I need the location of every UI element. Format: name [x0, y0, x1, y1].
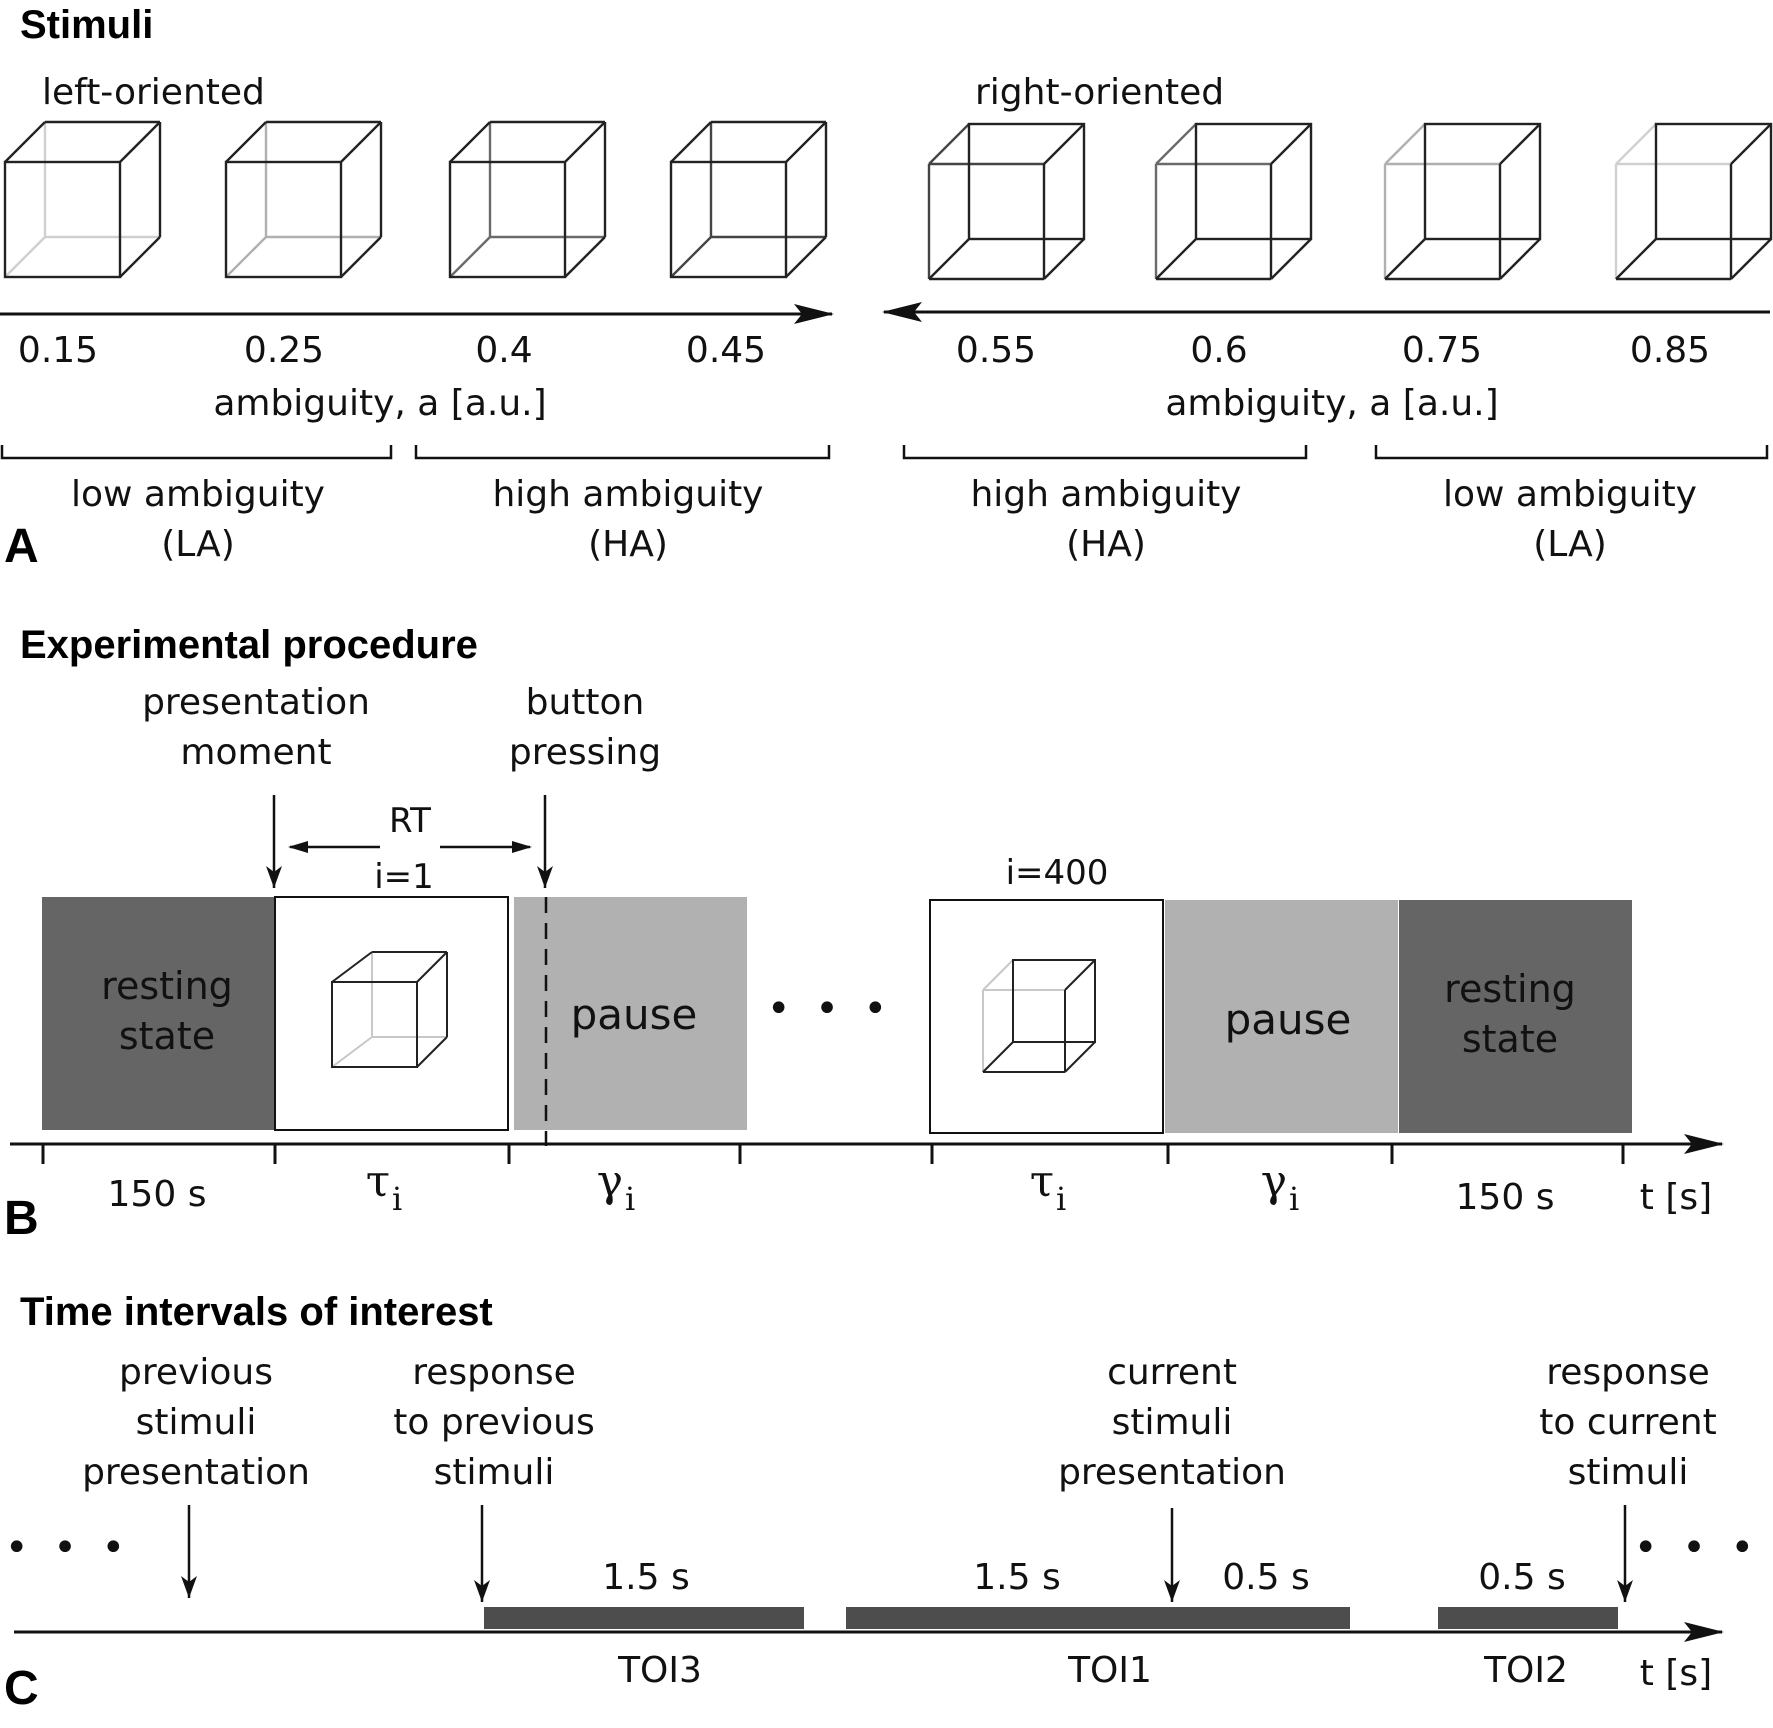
cube-right-3 [1383, 122, 1542, 281]
duration-label: 0.5 s [1478, 1557, 1565, 1598]
cube-right-4 [1614, 122, 1773, 281]
duration-label: 0.5 s [1222, 1557, 1309, 1598]
event-label: presentation [82, 1452, 310, 1493]
stimulus-block-first [274, 896, 509, 1131]
bracket-ha-right [902, 445, 1308, 460]
ambiguity-axis-label-right: ambiguity, a [a.u.] [1165, 383, 1498, 424]
toi-label: TOI1 [1067, 1650, 1152, 1691]
pause-label: pause [571, 990, 698, 1039]
event-label: stimuli [1112, 1402, 1233, 1443]
event-label: to current [1539, 1402, 1716, 1443]
button-pressing-label: pressing [509, 732, 661, 773]
presentation-moment-label: presentation [142, 682, 370, 723]
panel-c-title: Time intervals of interest [20, 1290, 493, 1334]
resting-state-label: resting [101, 964, 233, 1008]
ellipsis: • • • [1634, 1525, 1760, 1571]
toi-label: TOI2 [1483, 1650, 1568, 1691]
event-label: to previous [393, 1402, 595, 1443]
toi3-bar [484, 1607, 804, 1629]
group-label: (LA) [161, 524, 235, 565]
panel-a-letter: A [4, 520, 39, 573]
panel-a: Stimuli left-oriented right-oriented [0, 3, 1773, 573]
presentation-moment-label: moment [180, 732, 331, 773]
panel-b: Experimental procedure presentation mome… [4, 623, 1724, 1245]
panel-c: Time intervals of interest previous stim… [4, 1290, 1760, 1715]
time-axis-ticks [41, 1144, 1625, 1164]
cube-left-1 [3, 120, 162, 279]
pause-block [514, 897, 747, 1130]
resting-state-label: resting [1444, 967, 1576, 1011]
pause-block [1165, 900, 1398, 1133]
time-axis-label-c: t [s] [1640, 1653, 1712, 1694]
pause-label: pause [1225, 995, 1352, 1044]
event-label: stimuli [136, 1402, 257, 1443]
resting-state-label: state [119, 1014, 215, 1058]
bracket-la-right [1374, 445, 1769, 460]
tick-label: 0.75 [1402, 330, 1482, 371]
trial-first-label: i=1 [374, 857, 434, 897]
ellipsis: • • • [5, 1525, 131, 1571]
event-label: response [412, 1352, 576, 1393]
tick-label: 0.15 [18, 330, 98, 371]
tau-label: τi [1030, 1156, 1067, 1218]
event-label: previous [119, 1352, 273, 1393]
toi-label: TOI3 [617, 1650, 702, 1691]
cube-right-1 [927, 122, 1086, 281]
tau-label: τi [366, 1156, 403, 1218]
event-label: stimuli [1568, 1452, 1689, 1493]
toi2-bar [1438, 1607, 1618, 1629]
duration-label: 1.5 s [602, 1557, 689, 1598]
cube-right-2 [1154, 122, 1313, 281]
group-label: (HA) [1066, 524, 1146, 565]
gamma-label: γi [1261, 1156, 1300, 1218]
toi1-bar [846, 1607, 1350, 1629]
tick-label: 0.6 [1190, 330, 1247, 371]
group-label: low ambiguity [1443, 474, 1697, 515]
bracket-la-left [0, 445, 393, 460]
duration-rest-label: 150 s [108, 1174, 207, 1215]
resting-state-block [1399, 900, 1632, 1133]
event-label: stimuli [434, 1452, 555, 1493]
ellipsis: • • • [767, 986, 893, 1032]
duration-label: 1.5 s [973, 1557, 1060, 1598]
group-label: high ambiguity [970, 474, 1241, 515]
tick-label: 0.85 [1630, 330, 1710, 371]
panel-a-title: Stimuli [20, 3, 153, 47]
group-label: high ambiguity [492, 474, 763, 515]
event-label: current [1107, 1352, 1237, 1393]
event-label: presentation [1058, 1452, 1286, 1493]
stimulus-block-last [929, 899, 1164, 1134]
trial-last-label: i=400 [1006, 853, 1109, 893]
group-label: low ambiguity [71, 474, 325, 515]
tick-label: 0.45 [686, 330, 766, 371]
panel-b-title: Experimental procedure [20, 623, 478, 667]
cube-left-3 [448, 120, 607, 279]
tick-label: 0.55 [956, 330, 1036, 371]
time-axis-label-b: t [s] [1640, 1177, 1712, 1218]
cube-stimulus-last [982, 959, 1096, 1073]
ambiguity-axis-label-left: ambiguity, a [a.u.] [213, 383, 546, 424]
right-oriented-label: right-oriented [975, 72, 1224, 113]
bracket-ha-left [414, 445, 831, 460]
duration-rest-label: 150 s [1456, 1177, 1555, 1218]
event-label: response [1546, 1352, 1710, 1393]
tick-label: 0.4 [475, 330, 532, 371]
panel-b-letter: B [4, 1192, 39, 1245]
gamma-label: γi [597, 1156, 636, 1218]
group-label: (HA) [588, 524, 668, 565]
button-pressing-label: button [526, 682, 645, 723]
rt-label: RT [389, 801, 431, 841]
tick-label: 0.25 [244, 330, 324, 371]
left-oriented-label: left-oriented [42, 72, 265, 113]
resting-state-block [42, 897, 275, 1130]
cube-left-4 [669, 120, 828, 279]
resting-state-label: state [1462, 1017, 1558, 1061]
panel-c-letter: C [4, 1662, 39, 1715]
cube-stimulus-first [331, 951, 448, 1068]
group-label: (LA) [1533, 524, 1607, 565]
cube-left-2 [224, 120, 383, 279]
